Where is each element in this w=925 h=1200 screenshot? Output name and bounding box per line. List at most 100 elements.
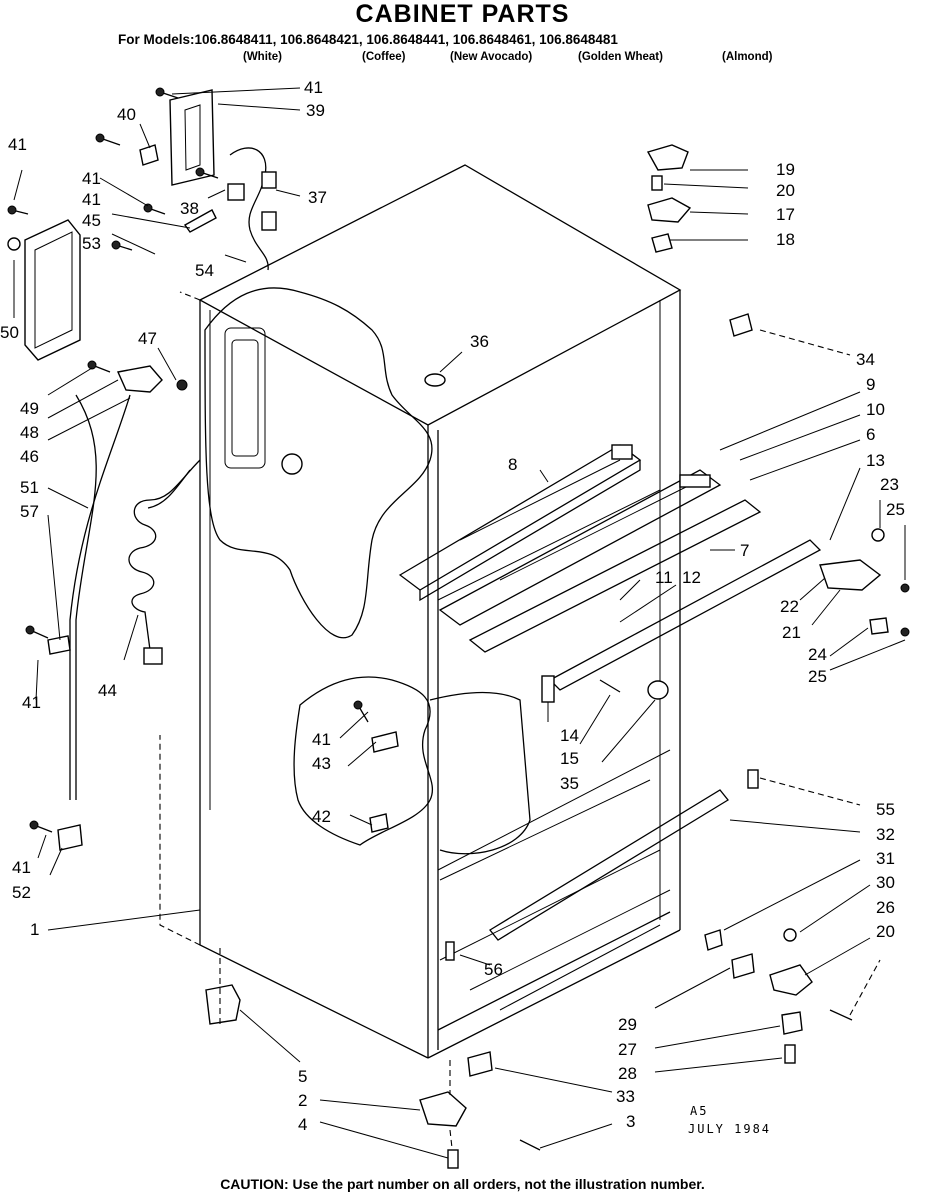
screw-20-b: [829, 1009, 853, 1021]
callout-38: 38: [180, 199, 199, 218]
lower-cutaway: [293, 676, 434, 846]
clip-56: [445, 941, 455, 961]
hinge-17: [647, 197, 692, 223]
models-line: For Models:106.8648411, 106.8648421, 106…: [118, 32, 618, 47]
callout-31: 31: [876, 849, 895, 868]
roller-27: [781, 1011, 803, 1035]
callout-22: 22: [780, 597, 799, 616]
callout-23: 23: [880, 475, 899, 494]
callout-52: 52: [12, 883, 31, 902]
callout-53: 53: [82, 234, 101, 253]
callout-51: 51: [20, 478, 39, 497]
caution-note: CAUTION: Use the part number on all orde…: [0, 1176, 925, 1192]
callout-49: 49: [20, 399, 39, 418]
control-bracket-39: [169, 89, 215, 186]
roller-bracket-29: [731, 953, 755, 979]
callout-12: 12: [682, 568, 701, 587]
spacer-24: [869, 617, 889, 635]
hinge-22: [819, 559, 882, 591]
callout-27: 27: [618, 1040, 637, 1059]
callout-14: 14: [560, 726, 579, 745]
screw-15: [599, 679, 621, 693]
callout-6: 6: [866, 425, 875, 444]
callout-13: 13: [866, 451, 885, 470]
callout-41: 41: [8, 135, 27, 154]
wire-harness-37: [227, 147, 277, 271]
bracket-clip: [611, 444, 633, 460]
clip-43: [371, 731, 399, 753]
caution-text: Use the part number on all orders, not t…: [292, 1176, 705, 1192]
cabinet-outline: [159, 164, 682, 1059]
callout-4: 4: [298, 1115, 307, 1134]
callout-24: 24: [808, 645, 827, 664]
callout-36: 36: [470, 332, 489, 351]
callout-19: 19: [776, 160, 795, 179]
roller-26: [769, 964, 813, 996]
stamp-code: A5: [690, 1104, 709, 1118]
callout-50: 50: [0, 323, 19, 342]
harness-connector-top: [261, 171, 277, 189]
callout-25: 25: [886, 500, 905, 519]
callout-41: 41: [22, 693, 41, 712]
callout-18: 18: [776, 230, 795, 249]
callout-20: 20: [776, 181, 795, 200]
callout-21: 21: [782, 623, 801, 642]
leveler-5: [205, 984, 241, 1025]
callout-41: 41: [12, 858, 31, 877]
callout-10: 10: [866, 400, 885, 419]
color-label-coffee: (Coffee): [362, 51, 406, 63]
callout-9: 9: [866, 375, 875, 394]
callout-44: 44: [98, 681, 117, 700]
bracket-14: [541, 675, 555, 703]
callout-26: 26: [876, 898, 895, 917]
power-cord-44: [128, 459, 201, 665]
callout-41: 41: [82, 190, 101, 209]
plug-36: [424, 373, 446, 387]
clamp-52: [57, 824, 83, 851]
clip-55: [747, 769, 759, 789]
leader-lines: [13, 87, 906, 1159]
callout-34: 34: [856, 350, 875, 369]
color-label-almond: (Almond): [722, 51, 773, 63]
hinge-pin-18: [651, 233, 673, 253]
washer-30: [783, 928, 797, 942]
callout-39: 39: [306, 101, 325, 120]
upper-cutaway: [204, 287, 433, 639]
roller-2: [419, 1091, 467, 1127]
callout-48: 48: [20, 423, 39, 442]
callout-1: 1: [30, 920, 39, 939]
callout-40: 40: [117, 105, 136, 124]
capillary-tube-51-b: [75, 394, 97, 800]
hinge-cover-19: [646, 144, 689, 171]
thermostat-48: [117, 365, 163, 393]
callout-35: 35: [560, 774, 579, 793]
callout-30: 30: [876, 873, 895, 892]
callout-41: 41: [304, 78, 323, 97]
lower-cross-member: [439, 779, 729, 1011]
clip-42: [369, 813, 389, 833]
callout-37: 37: [308, 188, 327, 207]
power-plug: [143, 647, 163, 665]
callout-28: 28: [618, 1064, 637, 1083]
callout-25: 25: [808, 667, 827, 686]
callout-41: 41: [312, 730, 331, 749]
callout-7: 7: [740, 541, 749, 560]
callout-32: 32: [876, 825, 895, 844]
callout-56: 56: [484, 960, 503, 979]
plate-33: [467, 1051, 493, 1077]
callout-3: 3: [626, 1112, 635, 1131]
callout-46: 46: [20, 447, 39, 466]
callout-15: 15: [560, 749, 579, 768]
screw-25-a: [900, 583, 910, 593]
clip-40: [139, 144, 159, 166]
callout-20: 20: [876, 922, 895, 941]
lower-liner: [429, 691, 531, 855]
callout-55: 55: [876, 800, 895, 819]
callout-47: 47: [138, 329, 157, 348]
callout-8: 8: [508, 455, 517, 474]
callout-54: 54: [195, 261, 214, 280]
bracket-rail-end: [679, 474, 711, 488]
callout-11: 11: [655, 568, 673, 587]
